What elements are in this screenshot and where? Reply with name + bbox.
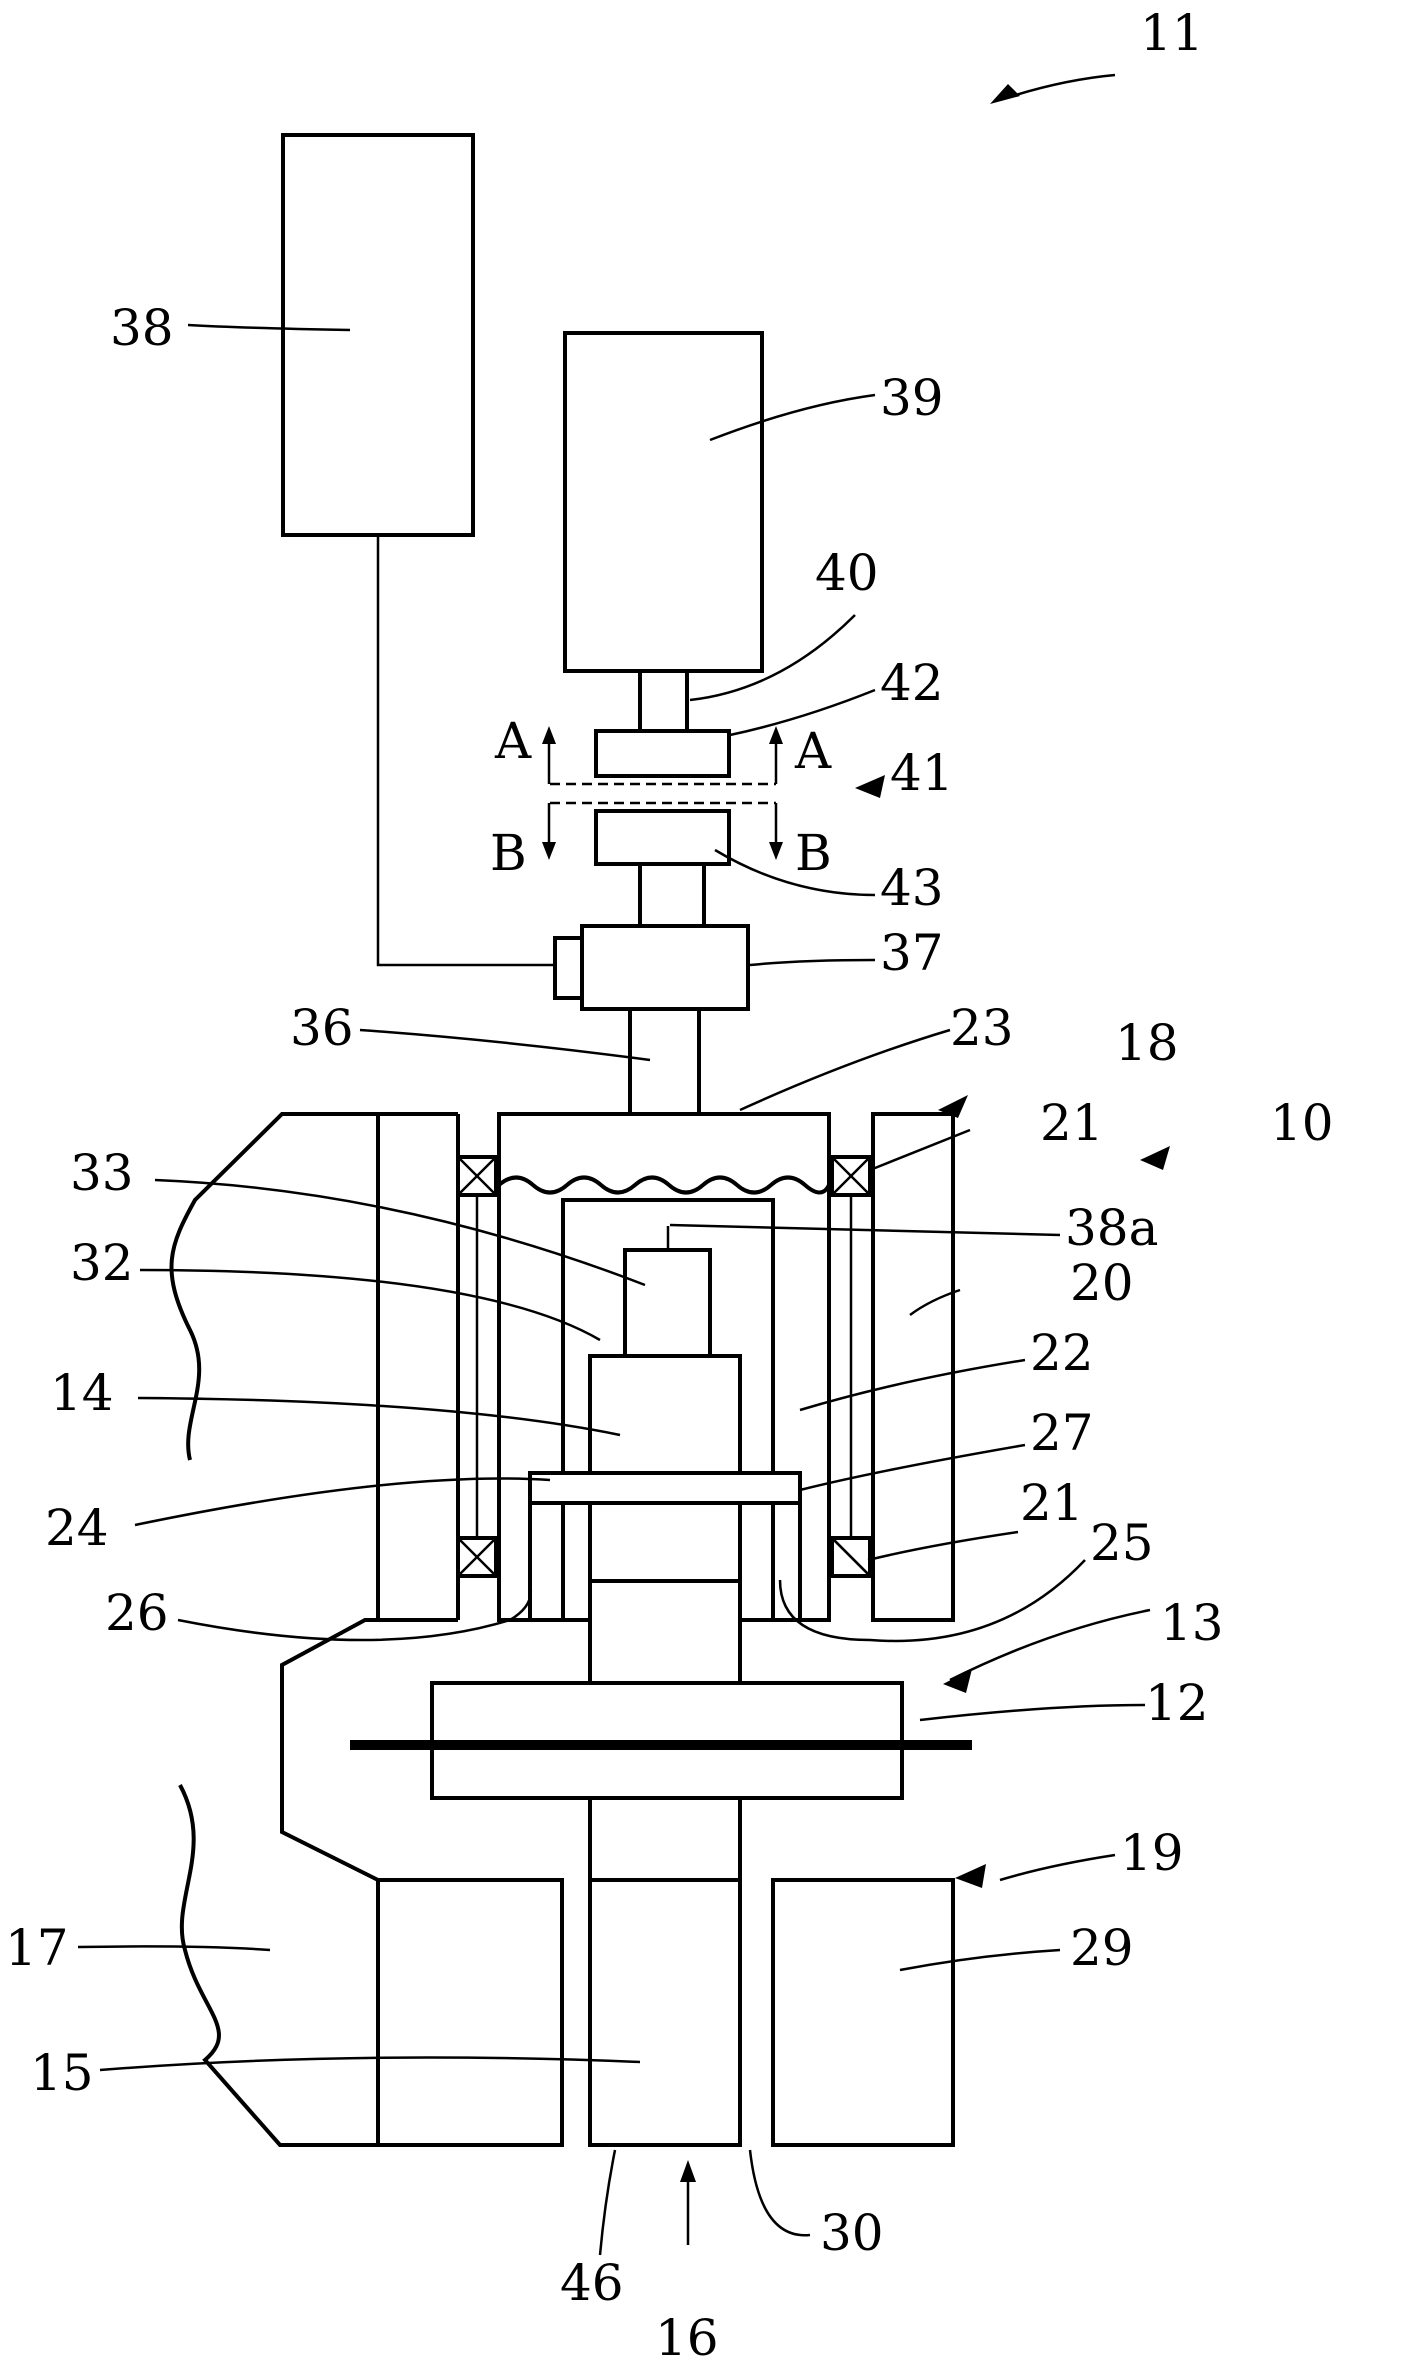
label-25: 25 [1090, 1514, 1154, 1572]
spindle-lower [590, 1798, 740, 1880]
arrow-b-left-icon [542, 803, 556, 860]
label-15: 15 [30, 2044, 94, 2102]
label-24: 24 [45, 1499, 109, 1557]
label-22: 22 [1030, 1324, 1094, 1382]
arrow-a-right-icon [769, 726, 783, 784]
bearing-21-lower-left-icon [458, 1538, 496, 1576]
label-b-right: B [795, 824, 832, 882]
housing-left-break-upper [171, 1114, 378, 1460]
label-20: 20 [1070, 1254, 1134, 1312]
block-29 [773, 1880, 953, 2145]
block-33 [625, 1250, 710, 1356]
arrow-41-icon [855, 775, 885, 798]
label-b-left: B [490, 824, 527, 882]
arrow-19-icon [955, 1864, 986, 1888]
label-26: 26 [105, 1584, 169, 1642]
label-17: 17 [5, 1919, 69, 1977]
label-33: 33 [70, 1144, 134, 1202]
label-a-right: A [794, 722, 832, 780]
arrow-13-icon [943, 1669, 972, 1693]
shaft-15 [590, 1880, 740, 2145]
label-14: 14 [50, 1364, 114, 1422]
label-a-left: A [494, 712, 532, 770]
label-37: 37 [880, 924, 944, 982]
label-18: 18 [1115, 1014, 1179, 1072]
clutch-part-43 [596, 811, 729, 864]
label-43: 43 [880, 859, 944, 917]
label-40: 40 [815, 544, 879, 602]
shaft-upper [640, 864, 704, 926]
label-27: 27 [1030, 1404, 1094, 1462]
label-19: 19 [1120, 1824, 1184, 1882]
clutch-part-42 [596, 731, 729, 776]
bearing-21-upper-right-icon [832, 1157, 870, 1195]
arrow-16-icon [680, 2160, 696, 2245]
label-39: 39 [880, 369, 944, 427]
box-38 [283, 135, 473, 535]
bearing-21-lower-right-icon [832, 1538, 870, 1576]
label-38a: 38a [1065, 1199, 1158, 1257]
arrow-a-left-icon [542, 726, 556, 784]
label-41: 41 [890, 744, 954, 802]
label-42: 42 [880, 654, 944, 712]
unit-37 [582, 926, 748, 1009]
label-38: 38 [110, 299, 174, 357]
label-46: 46 [560, 2254, 624, 2312]
label-23: 23 [950, 999, 1014, 1057]
label-12: 12 [1145, 1674, 1209, 1732]
shaft-36 [630, 1009, 699, 1114]
label-21-lower: 21 [1020, 1474, 1084, 1532]
block-14 [590, 1356, 740, 1581]
label-30: 30 [820, 2204, 884, 2262]
plate-24 [530, 1473, 800, 1503]
shaft-40 [640, 671, 687, 731]
unit-37-connector [555, 938, 582, 998]
label-16: 16 [655, 2309, 719, 2367]
label-21-upper: 21 [1040, 1094, 1104, 1152]
label-11: 11 [1140, 4, 1204, 62]
arrow-11-icon [990, 84, 1020, 104]
arrow-b-right-icon [769, 803, 783, 860]
lower-left-block [378, 1880, 562, 2145]
label-29: 29 [1070, 1919, 1134, 1977]
label-10: 10 [1270, 1094, 1334, 1152]
label-36: 36 [290, 999, 354, 1057]
spindle-13 [590, 1581, 740, 1683]
bearing-21-upper-left-icon [458, 1157, 496, 1195]
label-13: 13 [1160, 1594, 1224, 1652]
arrow-10-icon [1140, 1146, 1170, 1170]
box-39 [565, 333, 762, 671]
label-32: 32 [70, 1234, 134, 1292]
housing-left-break-lower [180, 1785, 378, 2145]
